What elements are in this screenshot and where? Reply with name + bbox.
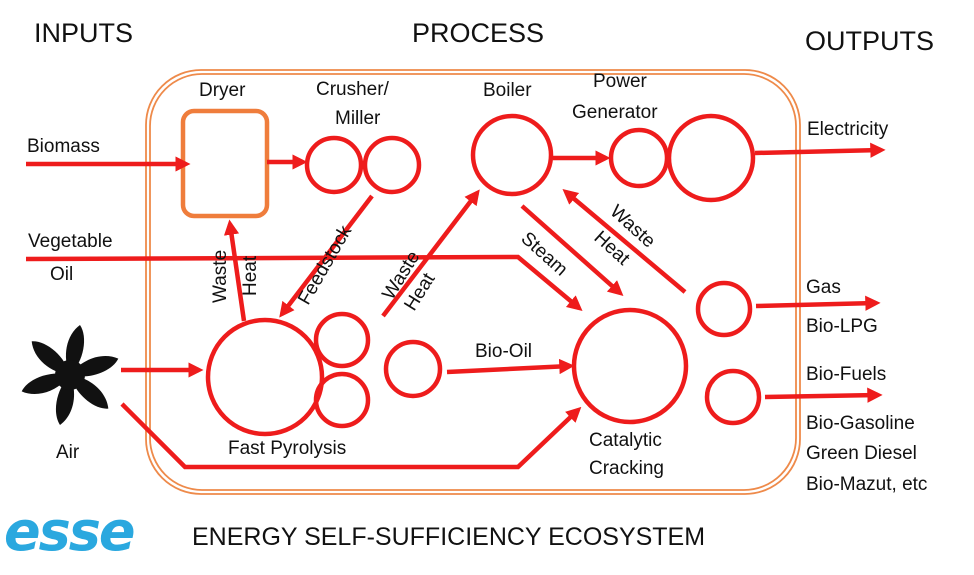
- steam-label: Steam: [517, 228, 572, 280]
- pyrolysis-to-boiler-waste-heat-arrow: [381, 189, 480, 318]
- boiler-label: Boiler: [483, 80, 532, 101]
- electricity-label: Electricity: [807, 119, 889, 140]
- air-label: Air: [56, 442, 80, 463]
- gas-output-arrow: [755, 295, 881, 311]
- process-frame-inner: [149, 73, 797, 491]
- electricity-arrow: [754, 142, 886, 158]
- vegetable-oil-arrow: [25, 254, 583, 311]
- generator-circle-small: [608, 127, 670, 189]
- vegetable-oil-label-line2: Oil: [50, 264, 73, 285]
- catalytic-cracking-label-line1: Catalytic: [589, 430, 662, 451]
- fast-pyrolysis-circle-bottom: [313, 371, 371, 429]
- dryer-heat-label: Heat: [240, 255, 261, 296]
- bio-gasoline-label: Bio-Gasoline: [806, 413, 915, 434]
- bio-fuel-separator-circle: [704, 368, 762, 426]
- bio-fuels-output-arrow: [764, 387, 883, 403]
- dryer-waste-label: Waste: [210, 250, 231, 303]
- crusher-circle-left: [304, 135, 364, 195]
- gas-separator-circle: [695, 280, 753, 338]
- bio-oil-vessel-circle: [383, 339, 443, 399]
- bio-mazut-label: Bio-Mazut, etc: [806, 474, 927, 495]
- gas-label: Gas: [806, 277, 841, 298]
- fast-pyrolysis-circle-top: [313, 311, 371, 369]
- boiler-circle: [470, 113, 554, 197]
- bio-oil-label: Bio-Oil: [475, 341, 532, 362]
- esse-logo: esse: [4, 500, 134, 563]
- crusher-label-line2: Miller: [335, 108, 381, 129]
- inputs-header: INPUTS: [34, 18, 133, 48]
- bio-lpg-label: Bio-LPG: [806, 316, 878, 337]
- fast-pyrolysis-label: Fast Pyrolysis: [228, 438, 346, 459]
- outputs-header: OUTPUTS: [805, 26, 934, 56]
- dryer-box: [180, 108, 270, 219]
- dryer-label: Dryer: [199, 80, 246, 101]
- process-frame-outer: [145, 69, 801, 495]
- vegetable-oil-label-line1: Vegetable: [28, 231, 113, 252]
- crusher-label-line1: Crusher/: [316, 79, 390, 100]
- power-generator-label-line1: Power: [593, 71, 648, 92]
- catalytic-cracking-circle: [571, 307, 689, 425]
- fast-pyrolysis-circle-main: [205, 317, 325, 437]
- catalytic-cracking-label-line2: Cracking: [589, 458, 664, 479]
- generator-circle-large: [666, 113, 756, 203]
- pyrolysis-waste-heat-arrow: [223, 219, 247, 322]
- biomass-label: Biomass: [27, 136, 100, 157]
- process-header: PROCESS: [412, 18, 544, 48]
- power-generator-label-line2: Generator: [572, 102, 658, 123]
- tagline: ENERGY SELF-SUFFICIENCY ECOSYSTEM: [192, 523, 705, 551]
- crusher-circle-right: [362, 135, 422, 195]
- steam-arrow: [520, 204, 624, 297]
- green-diesel-label: Green Diesel: [806, 443, 917, 464]
- bio-oil-arrow: [446, 358, 575, 375]
- feedstock-label: Feedstock: [294, 222, 356, 309]
- cracking-waste-heat-arrow: [562, 189, 687, 294]
- air-to-cracking-arrow: [120, 402, 582, 470]
- feedstock-arrow: [279, 194, 374, 318]
- fan-icon: [21, 325, 119, 425]
- bio-fuels-label: Bio-Fuels: [806, 364, 886, 385]
